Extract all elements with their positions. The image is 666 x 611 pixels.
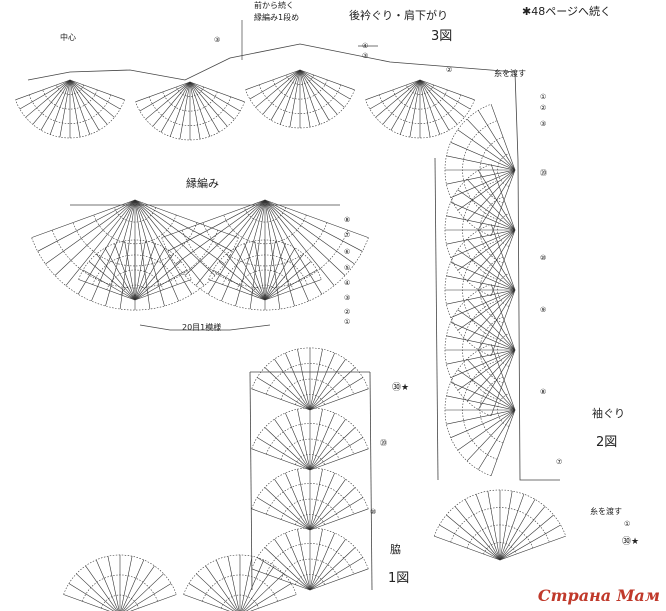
label-repeat-note: 20目1模様 (182, 323, 222, 332)
side-row-10: ⑩ (370, 508, 377, 516)
fan-motif (208, 239, 322, 301)
panel-borders (27, 43, 560, 591)
watermark: Страна Мам (537, 586, 660, 605)
edging-row-4: ④ (344, 279, 351, 287)
fan-motif (245, 69, 355, 129)
armhole-bottom-row-30-star: ㉚★ (622, 537, 640, 547)
label-figure-1: 1図 (388, 571, 410, 586)
start-row: ③ (214, 36, 221, 44)
edging-row-2: ② (344, 308, 351, 316)
armhole-row-20: ⑳ (540, 169, 547, 177)
arrows (139, 20, 378, 331)
back-row-2: ② (446, 66, 453, 74)
armhole-row-7: ⑦ (556, 458, 563, 466)
top-row-3: ③ (540, 120, 547, 128)
edging-row-5: ⑤ (344, 264, 351, 272)
fan-motif (433, 489, 567, 561)
fan-motif (78, 239, 192, 301)
edging-row-7: ⑦ (344, 231, 351, 239)
label-armhole-title: 袖ぐり (592, 407, 625, 420)
fan-motif (63, 554, 177, 611)
side-row-20: ⑳ (380, 439, 387, 447)
fan-motif (135, 81, 245, 141)
label-edging-title: 縁編み (186, 177, 219, 190)
label-figure-3: 3図 (431, 29, 453, 44)
fan-motif (251, 527, 369, 591)
label-cut-yarn-top: 糸を渡す (494, 69, 526, 78)
back-row-4: ④ (362, 42, 369, 50)
label-edge-row-1: 縁編み1段め (254, 13, 300, 22)
fan-motif (444, 103, 516, 237)
fan-motif (444, 343, 516, 477)
edging-row-8: ⑧ (344, 216, 351, 224)
fan-motif (365, 79, 475, 139)
fan-motif (251, 467, 369, 531)
label-center: 中心 (60, 33, 76, 42)
armhole-row-9: ⑨ (540, 306, 547, 314)
fan-motif (444, 283, 516, 417)
side-row-30-star: ㉚★ (392, 383, 410, 393)
fan-motif (251, 407, 369, 471)
label-continue-from-front: 前から続く (254, 1, 294, 10)
edging-row-6: ⑥ (344, 248, 351, 256)
fan-motif (183, 554, 297, 611)
armhole-row-10: ⑩ (540, 254, 547, 262)
fan-motif (251, 347, 369, 411)
label-cut-yarn-bottom: 糸を渡す (590, 507, 622, 516)
armhole-row-8: ⑧ (540, 388, 547, 396)
label-side-title: 脇 (390, 543, 401, 556)
label-continue-note: ✱48ページへ続く (522, 5, 611, 18)
edging-row-1: ① (344, 318, 351, 326)
fan-motif (161, 199, 369, 311)
back-row-3: ③ (362, 52, 369, 60)
fan-motif (444, 223, 516, 357)
top-row-1: ① (540, 93, 547, 101)
fan-motifs (15, 69, 567, 611)
label-back-neck-title: 後衿ぐり・肩下がり (349, 9, 448, 22)
label-figure-2: 2図 (596, 435, 618, 450)
fan-motif (444, 163, 516, 297)
fan-motif (15, 79, 125, 139)
armhole-bottom-row-1: ① (624, 520, 631, 528)
fan-motif (31, 199, 239, 311)
top-row-2: ② (540, 104, 547, 112)
edging-row-3: ③ (344, 294, 351, 302)
